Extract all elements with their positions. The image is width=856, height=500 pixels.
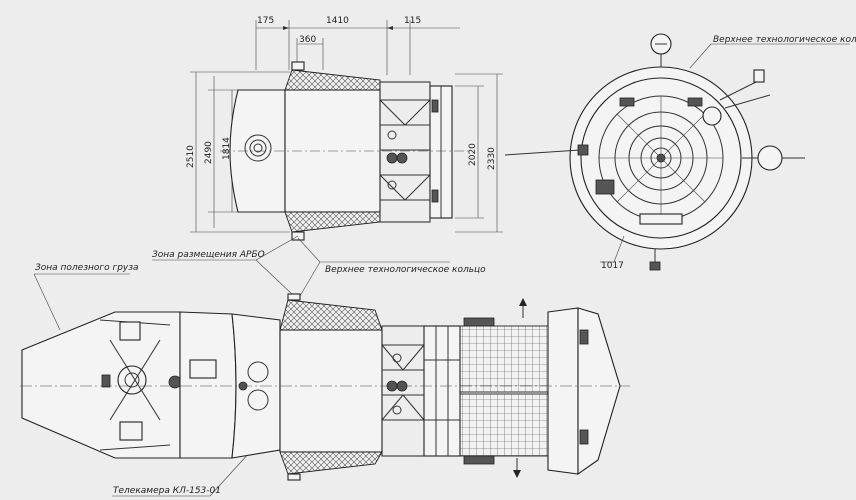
label-arbo-zone: Зона размещения АРБО [152,250,265,260]
end-view-antennas [504,33,805,271]
dim-2020: 2020 [468,143,478,166]
right-dimension-lines [455,73,503,233]
label-payload-zone: Зона полезного груза [35,263,139,273]
end-view [504,33,850,271]
label-upper-ring-mid: Верхнее технологическое кольцо [325,265,486,275]
dim-1410: 1410 [326,16,349,26]
top-dimension-lines [255,20,460,75]
dim-1814: 1814 [222,137,232,160]
label-camera: Телекамера КЛ-153-01 [113,486,221,496]
descent-section [179,311,237,459]
dim-2510: 2510 [186,145,196,168]
dim-115: 115 [404,16,421,26]
dim-175: 175 [257,16,274,26]
top-upper-ring [284,69,381,91]
payload-fairing [21,311,181,459]
dim-360: 360 [299,35,316,45]
tail-section [547,307,579,475]
payload-details [99,319,182,451]
leader-lines [33,235,450,497]
equipment-panel-top [459,325,549,393]
dim-2330: 2330 [487,147,497,170]
top-truss-frame [379,81,453,223]
dim-2490: 2490 [204,141,214,164]
upper-ring-hatched [279,299,383,331]
main-cylinder [279,329,383,453]
dim-1017: 1017 [601,261,624,271]
label-upper-ring-top: Верхнее технологическое кольцо [713,35,856,45]
truss-adapter [381,325,425,457]
bottom-full-view [20,293,630,481]
end-view-ribs [599,96,723,220]
top-side-view: 175 1410 115 360 2510 2490 1814 2020 233… [186,16,503,241]
equipment-panel-bottom [459,393,549,457]
